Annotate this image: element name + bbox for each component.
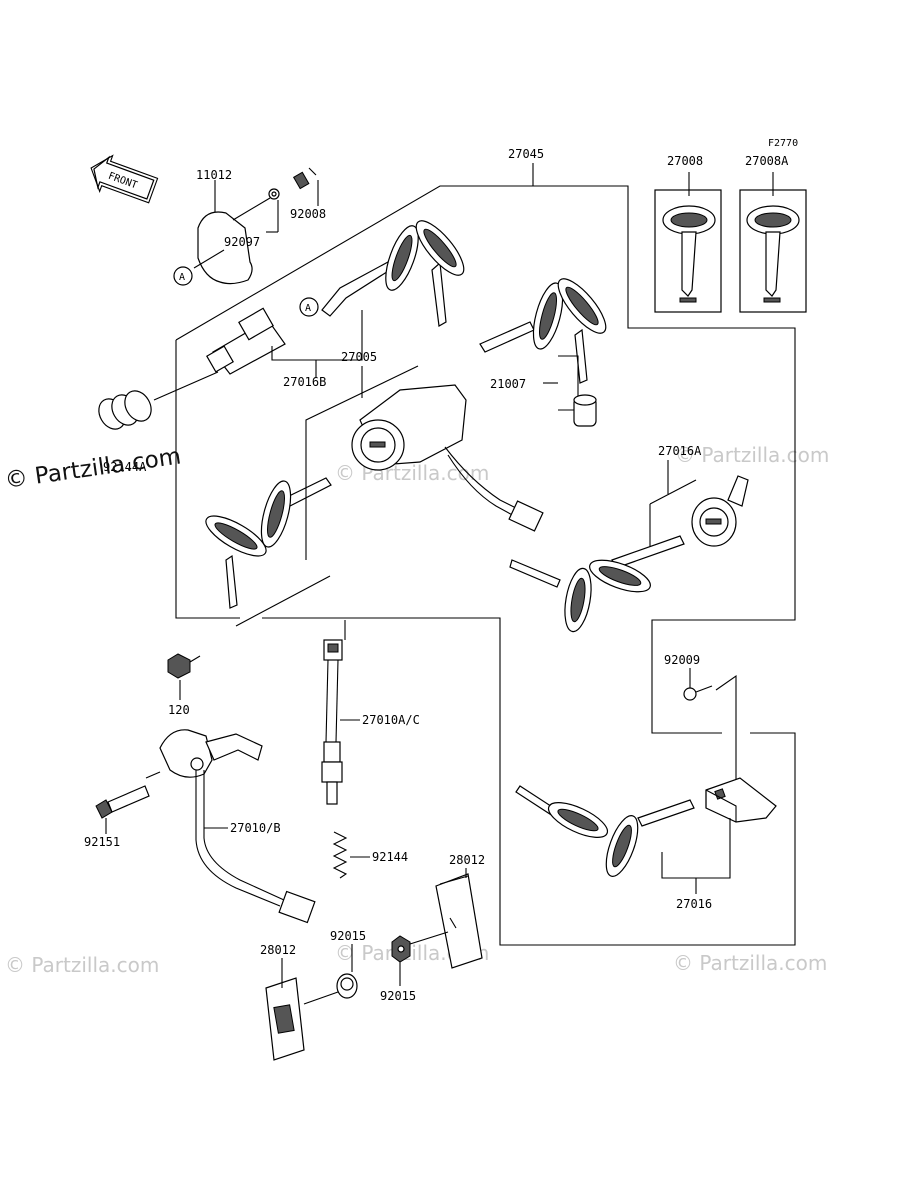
switch-27010b — [95, 729, 316, 924]
watermark: © Partzilla.com — [675, 443, 829, 467]
lock-27016 — [705, 777, 777, 823]
part-label-92009[interactable]: 92009 — [664, 653, 700, 667]
part-label-27008[interactable]: 27008 — [667, 154, 703, 168]
part-label-28012[interactable]: 28012 — [449, 853, 485, 867]
part-label-92015[interactable]: 92015 — [330, 929, 366, 943]
bolt-120 — [167, 653, 201, 700]
nut-92015-left — [303, 944, 358, 1005]
part-label-92144a[interactable]: 92144A — [103, 460, 147, 474]
key-pair-left — [205, 426, 332, 627]
part-label-92008[interactable]: 92008 — [290, 207, 326, 221]
part-label-92144[interactable]: 92144 — [372, 850, 408, 864]
part-label-120[interactable]: 120 — [168, 703, 190, 717]
part-label-92097[interactable]: 92097 — [224, 235, 260, 249]
part-labels: F2770 27045 11012 92008 92097 27008 2700… — [84, 138, 798, 1003]
switch-27010ac — [321, 620, 360, 805]
spring-92144a — [98, 390, 152, 430]
plate-28012-lower — [265, 958, 305, 1061]
watermark: © Partzilla.com — [335, 461, 489, 485]
ref-marker-right: A — [299, 297, 319, 317]
ref-marker-left: A — [173, 266, 193, 286]
part-label-27010ac[interactable]: 27010A/C — [362, 713, 420, 727]
key-pair-21007 — [479, 278, 607, 427]
screw-92009 — [683, 668, 737, 790]
part-label-27045[interactable]: 27045 — [508, 147, 544, 161]
watermark-primary: © Partzilla.com — [3, 443, 182, 493]
part-label-92151[interactable]: 92151 — [84, 835, 120, 849]
lock-27016a — [649, 460, 749, 556]
part-label-11012[interactable]: 11012 — [196, 168, 232, 182]
part-label-21007[interactable]: 21007 — [490, 377, 526, 391]
diagram-code: F2770 — [768, 138, 798, 149]
nut-92015-right — [391, 931, 449, 986]
ref-marker-label: A — [179, 272, 185, 283]
key-pair-27016 — [515, 785, 731, 894]
ignition-switch-27005 — [305, 365, 544, 532]
bracket-11012 — [193, 167, 319, 285]
part-label-28012[interactable]: 28012 — [260, 943, 296, 957]
assembly-frame — [175, 163, 796, 946]
part-label-27008a[interactable]: 27008A — [745, 154, 789, 168]
key-pair-top — [321, 220, 465, 327]
part-label-92015[interactable]: 92015 — [380, 989, 416, 1003]
part-label-27010b[interactable]: 27010/B — [230, 821, 281, 835]
key-box-27008 — [654, 172, 722, 313]
key-box-27008a — [739, 172, 807, 313]
front-arrow: FRONT — [90, 154, 159, 204]
lock-cylinder-27016b — [153, 307, 363, 401]
ref-marker-label: A — [305, 303, 311, 314]
part-label-27016a[interactable]: 27016A — [658, 444, 702, 458]
spring-92144 — [332, 831, 370, 879]
part-label-27005[interactable]: 27005 — [341, 350, 377, 364]
watermark: © Partzilla.com — [5, 953, 159, 977]
watermark: © Partzilla.com — [673, 951, 827, 975]
key-pair-27016a — [509, 535, 685, 633]
plate-28012-upper — [435, 868, 483, 969]
part-label-27016[interactable]: 27016 — [676, 897, 712, 911]
part-label-27016b[interactable]: 27016B — [283, 375, 326, 389]
